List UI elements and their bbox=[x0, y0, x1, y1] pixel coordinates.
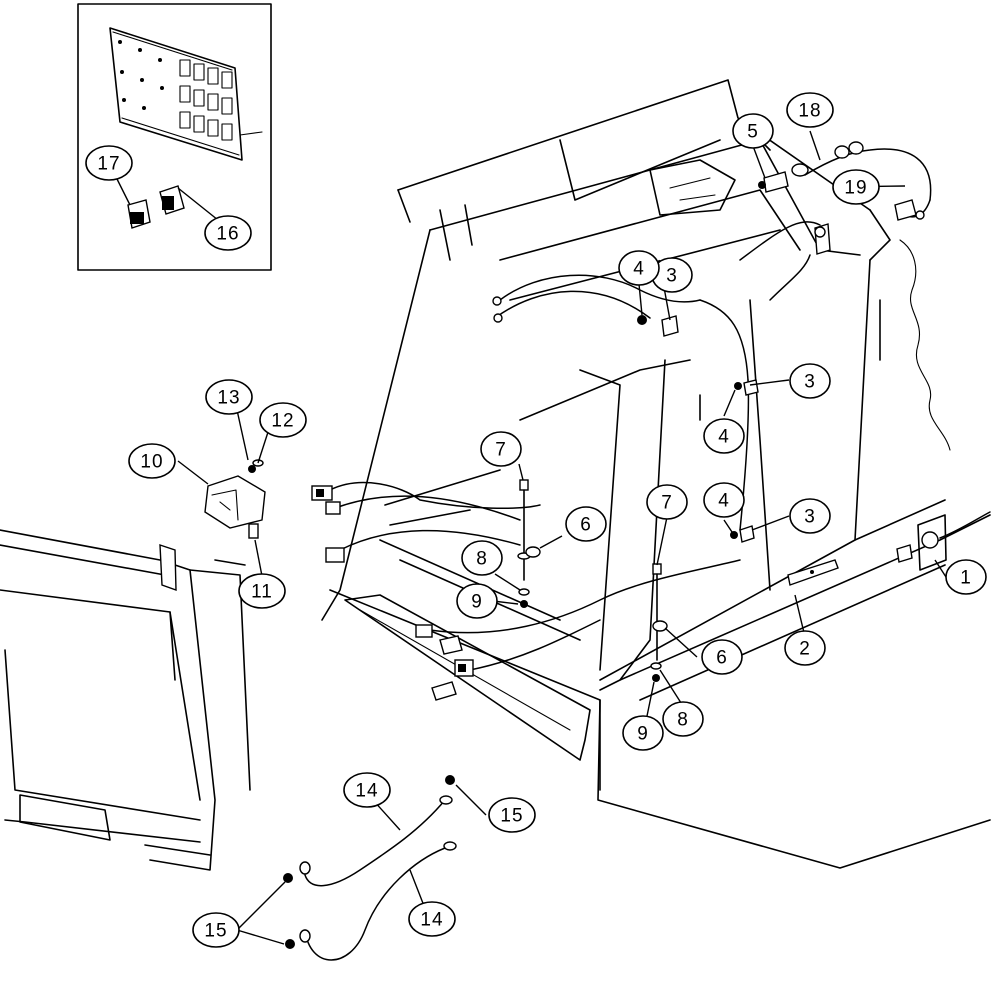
callout-bubble bbox=[701, 639, 743, 675]
callout-number: 14 bbox=[420, 910, 443, 931]
callout-c8b: 8 bbox=[662, 701, 704, 737]
inset-switch-panel bbox=[77, 3, 272, 271]
callout-bubble bbox=[408, 901, 456, 937]
callout-number: 4 bbox=[718, 427, 730, 448]
callout-bubble bbox=[784, 630, 826, 666]
callout-c18: 18 bbox=[786, 92, 834, 128]
callout-bubble bbox=[703, 482, 745, 518]
callout-number: 9 bbox=[471, 592, 483, 613]
callout-number: 12 bbox=[271, 411, 294, 432]
callout-number: 9 bbox=[637, 724, 649, 745]
callout-c2: 2 bbox=[784, 630, 826, 666]
callout-number: 4 bbox=[718, 491, 730, 512]
callout-bubble bbox=[238, 573, 286, 609]
ground-cables bbox=[283, 775, 457, 961]
callout-number: 19 bbox=[844, 178, 867, 199]
callout-number: 10 bbox=[140, 452, 163, 473]
screen-panel bbox=[0, 529, 251, 871]
callout-number: 2 bbox=[799, 639, 811, 660]
callout-c17: 17 bbox=[85, 145, 133, 181]
callout-c11: 11 bbox=[238, 573, 286, 609]
callout-c10: 10 bbox=[128, 443, 176, 479]
frame-body bbox=[321, 79, 991, 869]
callout-number: 6 bbox=[716, 648, 728, 669]
callout-number: 6 bbox=[580, 515, 592, 536]
callout-number: 8 bbox=[476, 549, 488, 570]
callout-number: 15 bbox=[204, 921, 227, 942]
callout-c4c: 4 bbox=[703, 482, 745, 518]
callout-bubble bbox=[456, 583, 498, 619]
callout-c7b: 7 bbox=[646, 484, 688, 520]
callout-bubble bbox=[259, 402, 307, 438]
callout-bubble bbox=[732, 113, 774, 149]
callout-number: 5 bbox=[747, 122, 759, 143]
callout-c14a: 14 bbox=[343, 772, 391, 808]
callout-c19: 19 bbox=[832, 169, 880, 205]
callout-c1: 1 bbox=[945, 559, 987, 595]
callout-number: 7 bbox=[495, 440, 507, 461]
callout-bubble bbox=[85, 145, 133, 181]
callout-c15b: 15 bbox=[192, 912, 240, 948]
callout-number: 1 bbox=[960, 568, 972, 589]
callout-bubble bbox=[786, 92, 834, 128]
callout-bubble bbox=[789, 498, 831, 534]
callout-number: 8 bbox=[677, 710, 689, 731]
callout-bubble bbox=[646, 484, 688, 520]
callout-c4b: 4 bbox=[703, 418, 745, 454]
callout-bubble bbox=[945, 559, 987, 595]
callout-bubble bbox=[662, 701, 704, 737]
callout-number: 3 bbox=[804, 372, 816, 393]
callout-number: 11 bbox=[251, 582, 273, 603]
callout-c16: 16 bbox=[204, 215, 252, 251]
callout-c7a: 7 bbox=[480, 431, 522, 467]
callout-bubble bbox=[461, 540, 503, 576]
callout-c3c: 3 bbox=[789, 498, 831, 534]
callout-c6a: 6 bbox=[565, 506, 607, 542]
callouts: 1233344456677889910111213141415151617181… bbox=[85, 92, 987, 948]
callout-bubble bbox=[205, 379, 253, 415]
callout-number: 7 bbox=[661, 493, 673, 514]
callout-number: 3 bbox=[804, 507, 816, 528]
callout-bubble bbox=[565, 506, 607, 542]
callout-bubble bbox=[832, 169, 880, 205]
callout-bubble bbox=[622, 715, 664, 751]
callout-number: 16 bbox=[216, 224, 239, 245]
callout-number: 18 bbox=[798, 101, 821, 122]
callout-bubble bbox=[343, 772, 391, 808]
callout-c9a: 9 bbox=[456, 583, 498, 619]
callout-number: 13 bbox=[217, 388, 240, 409]
callout-c3b: 3 bbox=[789, 363, 831, 399]
callout-bubble bbox=[128, 443, 176, 479]
callout-bubble bbox=[703, 418, 745, 454]
callout-c13: 13 bbox=[205, 379, 253, 415]
callout-bubble bbox=[618, 250, 660, 286]
callout-c4a: 4 bbox=[618, 250, 660, 286]
callout-number: 4 bbox=[633, 259, 645, 280]
callout-number: 17 bbox=[97, 154, 120, 175]
callout-bubble bbox=[789, 363, 831, 399]
callout-number: 3 bbox=[666, 266, 678, 287]
wire-harness bbox=[311, 141, 932, 701]
callout-c9b: 9 bbox=[622, 715, 664, 751]
callout-c6b: 6 bbox=[701, 639, 743, 675]
callout-c5: 5 bbox=[732, 113, 774, 149]
callout-number: 15 bbox=[500, 806, 523, 827]
callout-c12: 12 bbox=[259, 402, 307, 438]
callout-c15a: 15 bbox=[488, 797, 536, 833]
callout-c8a: 8 bbox=[461, 540, 503, 576]
callout-number: 14 bbox=[355, 781, 378, 802]
callout-bubble bbox=[480, 431, 522, 467]
callout-bubble bbox=[204, 215, 252, 251]
callout-bubble bbox=[488, 797, 536, 833]
callout-bubble bbox=[192, 912, 240, 948]
callout-c14b: 14 bbox=[408, 901, 456, 937]
horn-assembly bbox=[204, 459, 266, 539]
